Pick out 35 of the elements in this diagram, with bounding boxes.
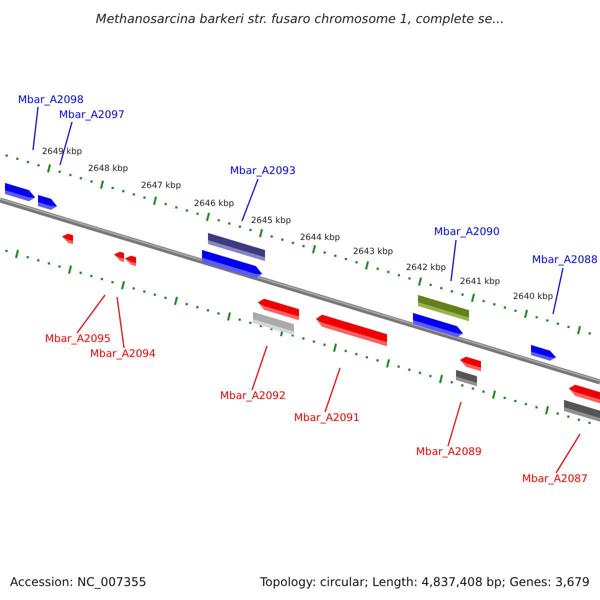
gene-label: Mbar_A2098 — [18, 95, 84, 106]
leader-line — [555, 434, 581, 474]
scale-label: 2642 kbp — [406, 264, 446, 272]
gene-label: Mbar_A2091 — [294, 413, 360, 424]
summary-text: Topology: circular; Length: 4,837,408 bp; Genes: 3,679 — [260, 576, 590, 588]
scale-label: 2647 kbp — [141, 182, 182, 190]
leader-line — [251, 346, 268, 390]
gene-label: Mbar_A2092 — [220, 391, 286, 402]
leader-line — [241, 178, 259, 222]
gene-label: Mbar_A2090 — [434, 227, 500, 238]
gene-label: Mbar_A2093 — [230, 166, 296, 176]
gene-label: Mbar_A2094 — [90, 349, 156, 360]
leader-line — [324, 368, 341, 412]
leader-line — [447, 402, 462, 446]
title: Methanosarcina barkeri str. fusaro chromosome 1, complete se... — [94, 13, 506, 26]
leader-line — [59, 122, 73, 166]
scale-label: 2645 kbp — [251, 217, 292, 226]
gene-label: Mbar_A2097 — [59, 110, 125, 120]
scale-label: 2649 kbp — [42, 148, 82, 156]
gene-label: Mbar_A2087 — [522, 474, 588, 484]
accession-text: Accession: NC_007355 — [10, 576, 146, 588]
gene-label: Mbar_A2089 — [416, 447, 482, 458]
scale-label: 2644 kbp — [300, 234, 340, 242]
scale-label: 2646 kbp — [194, 200, 234, 208]
gene-label: Mbar_A2095 — [45, 334, 111, 344]
leader-line — [552, 268, 564, 314]
gene-label: Mbar_A2088 — [532, 255, 598, 266]
leader-line — [116, 296, 125, 348]
scale-label: 2648 kbp — [88, 165, 128, 174]
scale-label: 2643 kbp — [353, 248, 394, 256]
leader-line — [32, 106, 39, 150]
leader-line — [76, 294, 106, 334]
leader-line — [450, 240, 457, 282]
scale-label: 2640 kbp — [513, 293, 554, 302]
scale-label: 2641 kbp — [460, 278, 500, 286]
